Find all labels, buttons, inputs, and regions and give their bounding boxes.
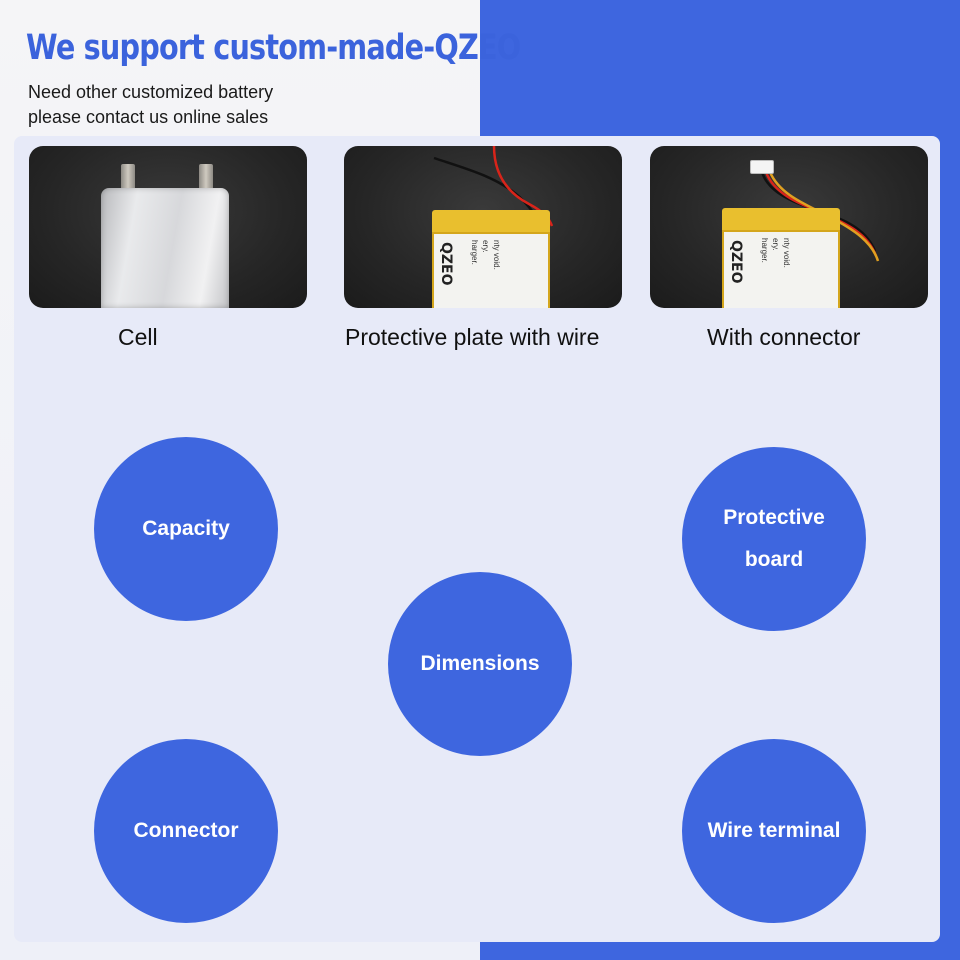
- battery-text-line: nty void.: [782, 238, 791, 268]
- feature-label: Capacity: [142, 517, 230, 540]
- battery-text-line: harger.: [760, 238, 769, 263]
- battery-pack: QZEO nty void. ery. harger.: [432, 210, 550, 308]
- battery-text-line: ery.: [481, 240, 490, 253]
- subheading-line-1: Need other customized battery: [28, 82, 274, 102]
- headline: We support custom-made-QZEO: [26, 28, 521, 68]
- cell-tab-left: [121, 164, 135, 192]
- cell-tab-right: [199, 164, 213, 192]
- feature-wire-terminal: Wire terminal: [682, 739, 866, 923]
- subheading-line-2: please contact us online sales: [28, 107, 269, 127]
- battery-text-line: ery.: [771, 238, 780, 251]
- connector-plug: [750, 160, 774, 174]
- feature-label: Wire terminal: [707, 819, 841, 842]
- cell-body: [101, 188, 229, 308]
- feature-dimensions: Dimensions: [388, 572, 572, 756]
- battery-warning-text: nty void. ery. harger.: [759, 238, 792, 268]
- battery-brand-label: QZEO: [728, 240, 744, 284]
- battery-with-wire-photo: QZEO nty void. ery. harger.: [344, 146, 622, 308]
- caption-connector: With connector: [707, 324, 861, 350]
- battery-text-line: harger.: [470, 240, 479, 265]
- battery-warning-text: nty void. ery. harger.: [469, 240, 502, 270]
- feature-label: Connector: [133, 819, 239, 842]
- caption-protective-plate: Protective plate with wire: [345, 324, 600, 350]
- feature-label: Protective board: [723, 506, 825, 571]
- feature-connector: Connector: [94, 739, 278, 923]
- feature-protective-board: Protective board: [682, 447, 866, 631]
- battery-pack: QZEO nty void. ery. harger.: [722, 208, 840, 308]
- battery-brand-label: QZEO: [438, 242, 454, 286]
- cell-photo: [29, 146, 307, 308]
- caption-cell: Cell: [118, 324, 158, 350]
- battery-with-connector-photo: QZEO nty void. ery. harger.: [650, 146, 928, 308]
- battery-text-line: nty void.: [492, 240, 501, 270]
- feature-capacity: Capacity: [94, 437, 278, 621]
- feature-label: Dimensions: [420, 652, 540, 675]
